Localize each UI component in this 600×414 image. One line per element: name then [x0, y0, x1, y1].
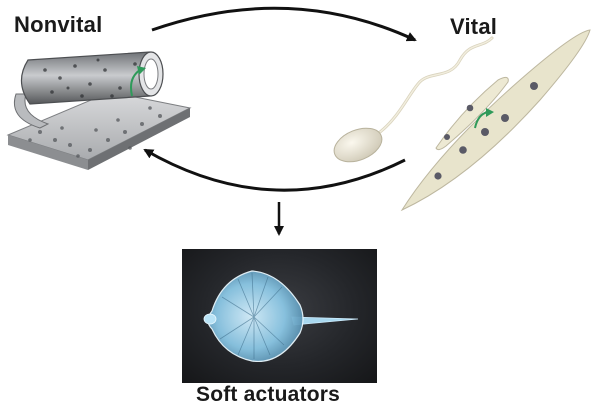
arrow-nonvital-to-vital — [151, 6, 417, 42]
nonvital-label: Nonvital — [14, 12, 103, 37]
sperm-cell-icon — [333, 36, 494, 163]
soft-actuators-label: Soft actuators — [196, 383, 340, 406]
arrow-vital-to-nonvital — [143, 148, 406, 192]
vital-label: Vital — [450, 14, 498, 39]
elongated-cell-icon — [400, 29, 591, 212]
rolled-porous-sheet-scaffold-icon — [6, 51, 192, 170]
stingray-icon — [203, 270, 359, 363]
stingray-robot-photo — [182, 249, 377, 383]
